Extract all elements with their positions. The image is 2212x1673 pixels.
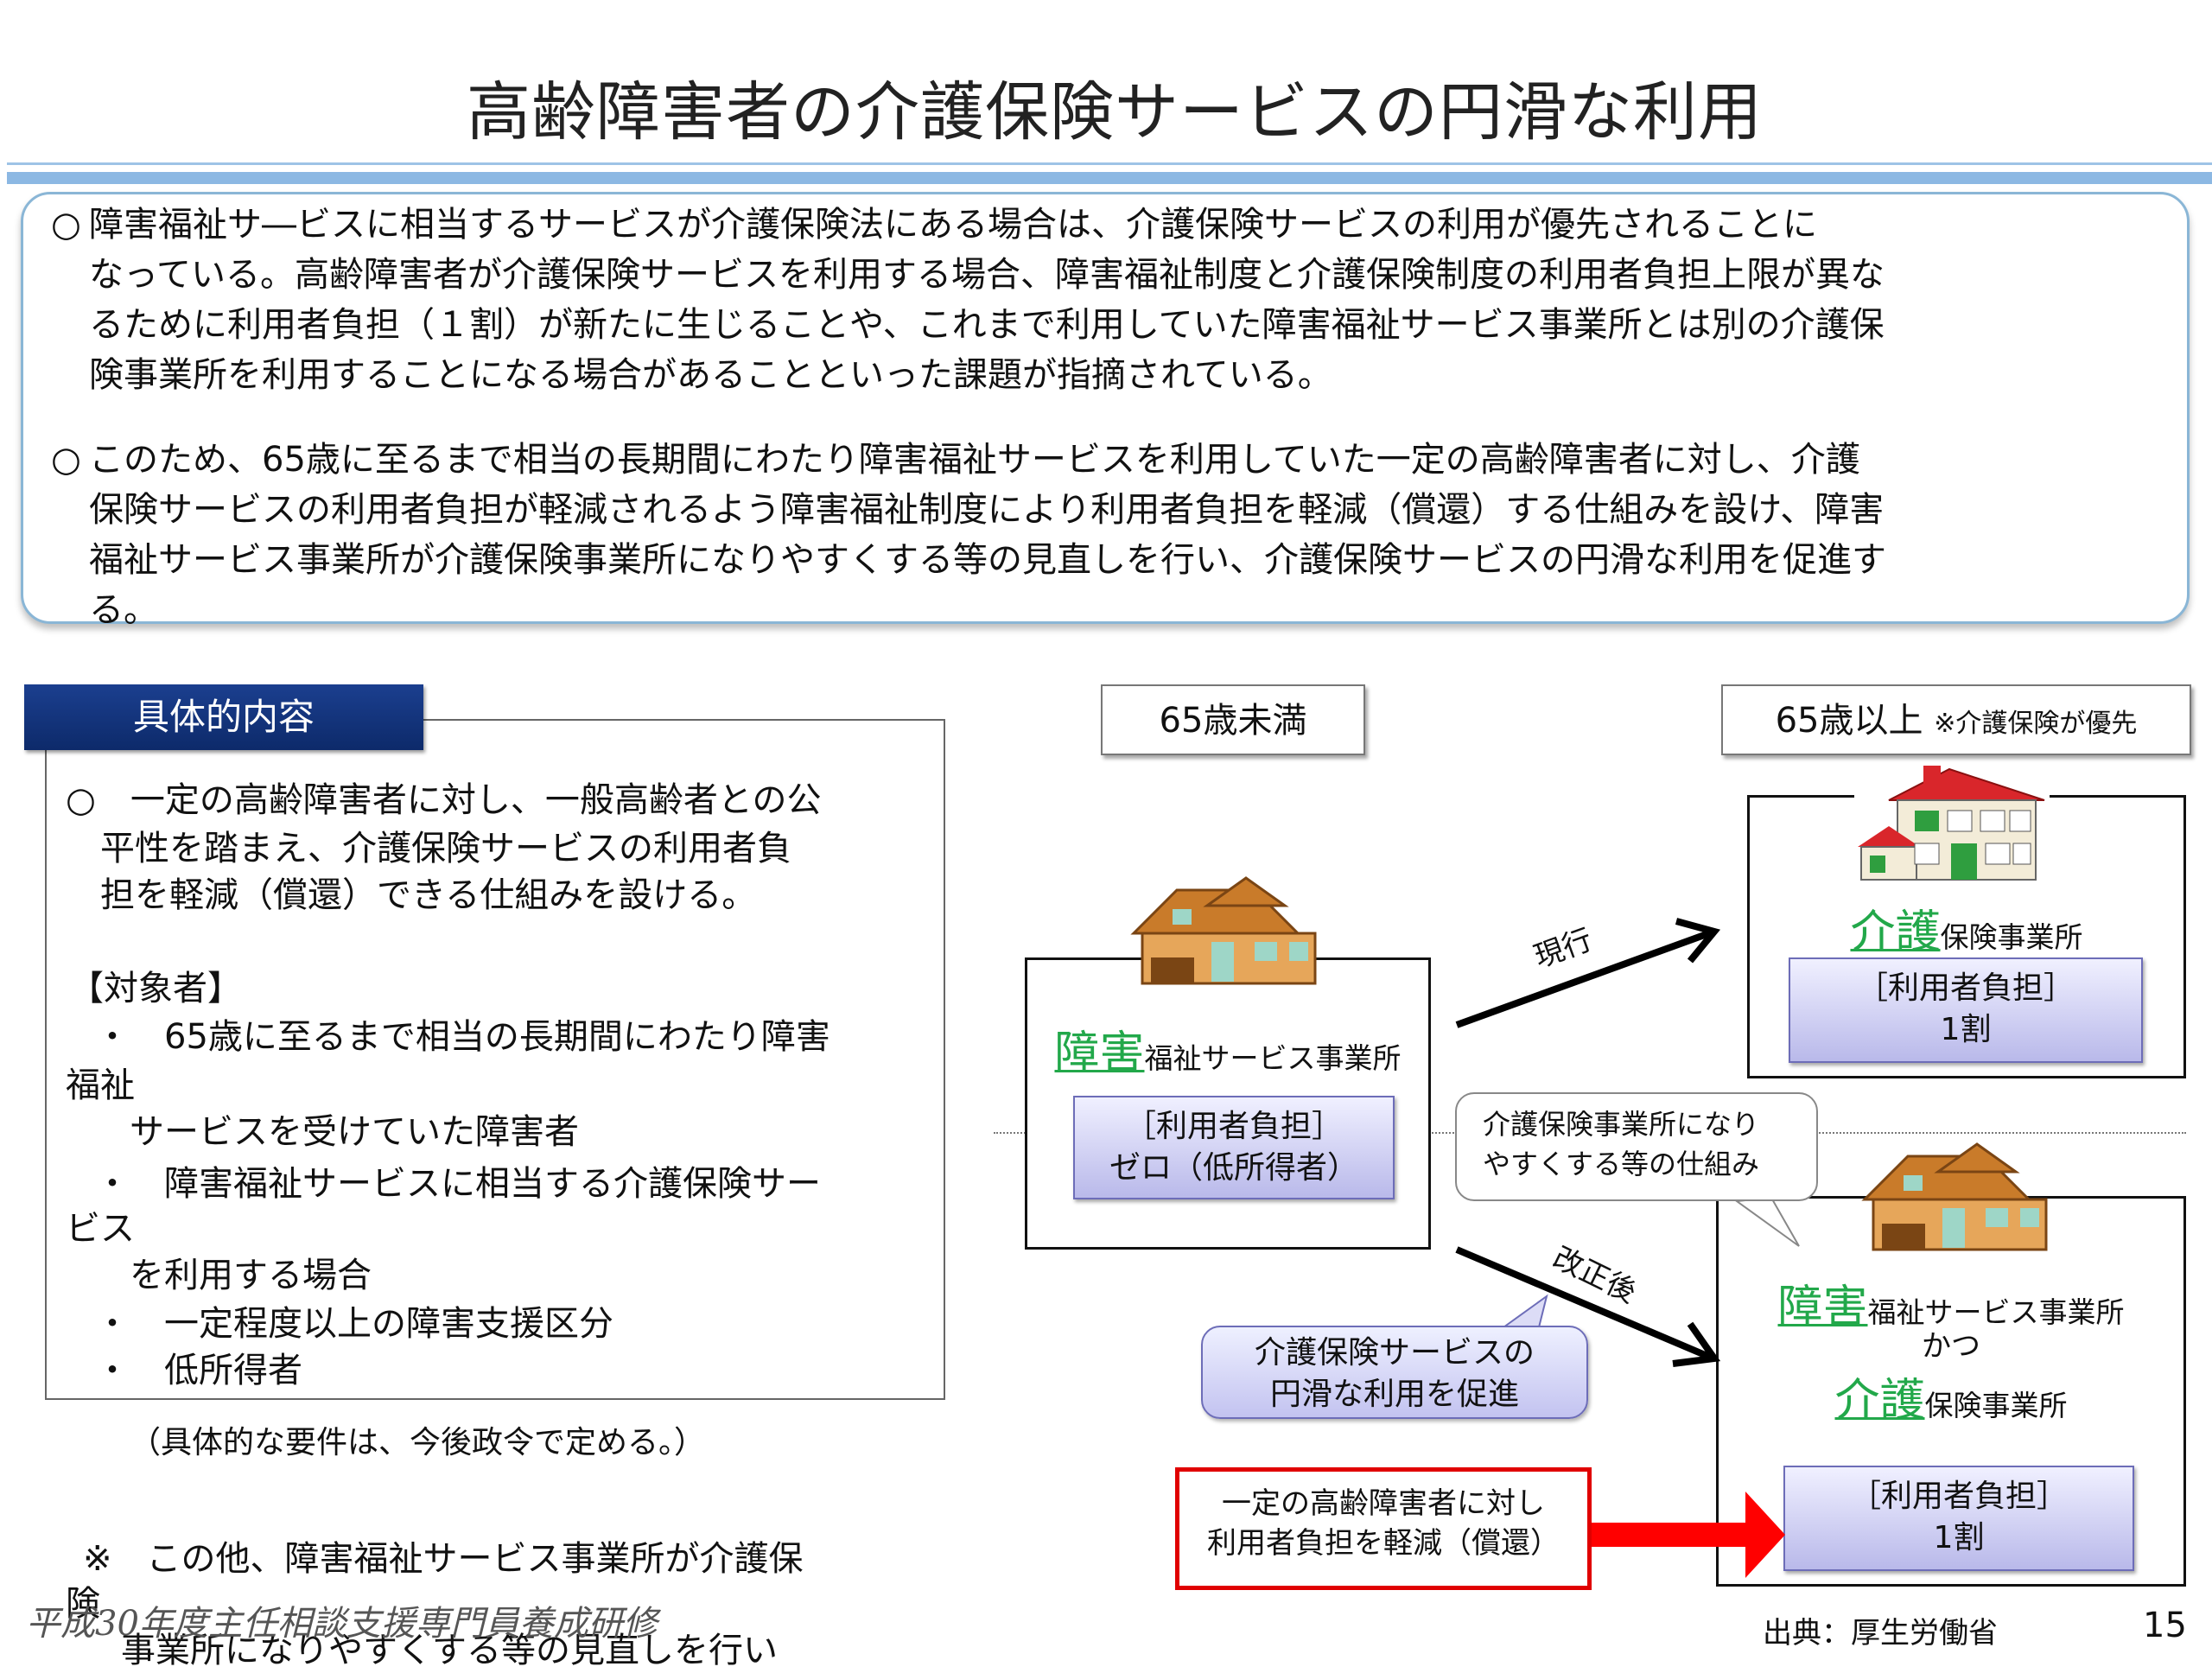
course-footer: 平成30年度主任相談支援専門員養成研修 bbox=[26, 1604, 658, 1644]
reform-arrow-head bbox=[1672, 1321, 1721, 1367]
top-right-burden-box: ［利用者負担］ 1割 bbox=[1789, 957, 2143, 1063]
promote-bubble: 介護保険サービスの 円滑な利用を促進 bbox=[1201, 1326, 1588, 1419]
summary-box: ○ 障害福祉サ―ビスに相当するサービスが介護保険法にある場合は、介護保険サービス… bbox=[21, 192, 2190, 630]
detail-line: ○ 一定の高齢障害者に対し、一般高齢者との公 bbox=[66, 780, 822, 820]
brown-house-icon bbox=[1861, 1142, 2048, 1251]
callout-line: 介護保険事業所になり bbox=[1483, 1108, 1760, 1141]
detail-box bbox=[45, 719, 945, 1400]
over65-text: 65歳以上 bbox=[1775, 701, 1923, 741]
page-title: 高齢障害者の介護保険サービスの円滑な利用 bbox=[467, 75, 1763, 149]
summary-text-2: このため、65歳に至るまで相当の長期間にわたり障害福祉サービスを利用していた一定… bbox=[89, 440, 1886, 630]
care-word: 介護 bbox=[1850, 906, 1941, 958]
requirements-note: （具体的な要件は、今後政令で定める。） bbox=[130, 1425, 706, 1460]
and-label: かつ bbox=[1922, 1329, 1980, 1364]
insurance-office: 保険事業所 bbox=[1940, 920, 2083, 954]
bottom-right-burden-box: ［利用者負担］ 1割 bbox=[1783, 1466, 2134, 1571]
redbox-line: 一定の高齢障害者に対し bbox=[1222, 1486, 1545, 1521]
care-facility-label: 介護保険事業所 bbox=[1747, 895, 2186, 960]
other-note-line: 険 bbox=[66, 1584, 100, 1624]
burden-title: ［利用者負担］ bbox=[1849, 1479, 2068, 1514]
under65-label: 65歳未満 bbox=[1101, 684, 1365, 755]
bullet-circle: ○ bbox=[51, 440, 81, 480]
combined-facility-label-2: 介護保険事業所 bbox=[1716, 1364, 2186, 1428]
combined-facility-label-1: 障害福祉サービス事業所 bbox=[1716, 1270, 2186, 1335]
red-arrow-shaft bbox=[1590, 1523, 1745, 1547]
current-arrow-head bbox=[1675, 918, 1721, 964]
over65-label: 65歳以上 ※介護保険が優先 bbox=[1721, 684, 2191, 755]
reform-arrow-line bbox=[1455, 1246, 1711, 1360]
detail-line: サービスを受けていた障害者 bbox=[95, 1112, 579, 1152]
bubble-line: 介護保険サービスの bbox=[1254, 1335, 1535, 1371]
disability-word: 障害 bbox=[1054, 1027, 1145, 1079]
burden-value: 1割 bbox=[1933, 1520, 1985, 1555]
target-heading: 【対象者】 bbox=[69, 969, 242, 1008]
burden-reduction-box: 一定の高齢障害者に対し 利用者負担を軽減（償還） bbox=[1175, 1467, 1592, 1590]
disability-word: 障害 bbox=[1777, 1282, 1868, 1333]
page-number: 15 bbox=[2143, 1606, 2187, 1645]
brown-house-icon bbox=[1130, 876, 1317, 985]
detail-line: ・ 一定程度以上の障害支援区分 bbox=[95, 1304, 613, 1344]
care-word: 介護 bbox=[1834, 1375, 1925, 1427]
detail-line: 担を軽減（償還）できる仕組みを設ける。 bbox=[66, 875, 757, 915]
disability-facility-label: 障害福祉サービス事業所 bbox=[1025, 1016, 1431, 1081]
detail-line: ・ 65歳に至るまで相当の長期間にわたり障害 bbox=[95, 1017, 830, 1057]
welfare-service-office: 福祉サービス事業所 bbox=[1867, 1295, 2125, 1329]
detail-line: 平性を踏まえ、介護保険サービスの利用者負 bbox=[66, 829, 791, 868]
burden-value: ゼロ（低所得者） bbox=[1109, 1150, 1358, 1186]
source-footer: 出典：厚生労働省 bbox=[1763, 1616, 1998, 1651]
left-burden-box: ［利用者負担］ ゼロ（低所得者） bbox=[1073, 1096, 1395, 1199]
detail-line: ビス bbox=[66, 1209, 135, 1249]
detail-line: ・ 低所得者 bbox=[95, 1351, 302, 1390]
facility-callout: 介護保険事業所になり やすくする等の仕組み bbox=[1455, 1092, 1818, 1201]
burden-title: ［利用者負担］ bbox=[1856, 970, 2075, 1006]
summary-text-1: 障害福祉サ―ビスに相当するサービスが介護保険法にある場合は、介護保険サービスの利… bbox=[89, 205, 1885, 395]
detail-header: 具体的内容 bbox=[24, 684, 423, 750]
welfare-service-office: 福祉サービス事業所 bbox=[1144, 1041, 1402, 1075]
burden-title: ［利用者負担］ bbox=[1124, 1109, 1343, 1144]
burden-value: 1割 bbox=[1940, 1012, 1992, 1047]
detail-line: を利用する場合 bbox=[95, 1256, 372, 1295]
bubble-line: 円滑な利用を促進 bbox=[1269, 1377, 1519, 1412]
detail-line: 福祉 bbox=[66, 1066, 135, 1105]
redbox-line: 利用者負担を軽減（償還） bbox=[1207, 1526, 1560, 1561]
detail-line: ・ 障害福祉サービスに相当する介護保険サー bbox=[95, 1164, 821, 1204]
insurance-office: 保険事業所 bbox=[1924, 1389, 2068, 1422]
over65-note: ※介護保険が優先 bbox=[1934, 709, 2138, 739]
red-arrow-head bbox=[1745, 1492, 1785, 1578]
other-note-line: ※ この他、障害福祉サービス事業所が介護保 bbox=[83, 1539, 804, 1579]
callout-line: やすくする等の仕組み bbox=[1483, 1148, 1760, 1180]
title-divider-thick bbox=[7, 172, 2212, 184]
current-arrow-line bbox=[1455, 930, 1711, 1028]
title-divider-thin bbox=[7, 162, 2212, 165]
bullet-circle: ○ bbox=[51, 205, 81, 245]
callout-tail bbox=[1734, 1196, 1800, 1247]
red-house-icon bbox=[1854, 766, 2050, 881]
